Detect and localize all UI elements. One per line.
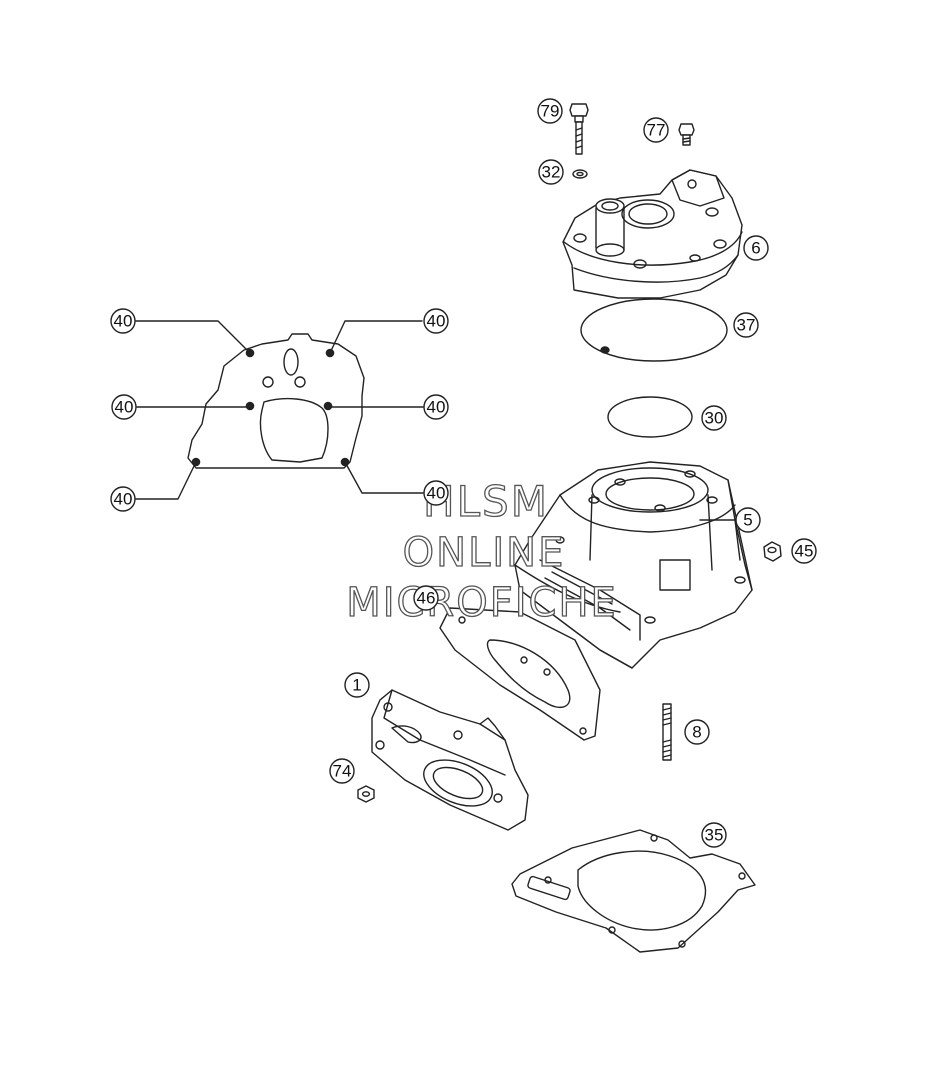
callout-77: 77 bbox=[643, 117, 669, 143]
svg-text:35: 35 bbox=[705, 826, 724, 845]
svg-text:32: 32 bbox=[542, 163, 561, 182]
svg-text:40: 40 bbox=[427, 312, 446, 331]
svg-text:40: 40 bbox=[114, 490, 133, 509]
svg-text:40: 40 bbox=[427, 398, 446, 417]
cylinder-head-6 bbox=[563, 170, 742, 298]
gasket-46 bbox=[440, 608, 600, 740]
svg-text:40: 40 bbox=[427, 484, 446, 503]
callout-32: 32 bbox=[538, 159, 564, 185]
svg-text:6: 6 bbox=[751, 239, 760, 258]
cylinder-5 bbox=[515, 462, 752, 668]
callout-46: 46 bbox=[413, 585, 439, 611]
callout-5: 5 bbox=[735, 507, 761, 533]
callout-40-top-left: 40 bbox=[110, 308, 136, 334]
gasket-40-group bbox=[188, 334, 364, 468]
callout-40-top-right: 40 bbox=[423, 308, 449, 334]
svg-text:45: 45 bbox=[795, 542, 814, 561]
base-gasket-35 bbox=[512, 830, 755, 952]
o-ring-30 bbox=[608, 397, 692, 437]
svg-text:1: 1 bbox=[352, 676, 361, 695]
reed-housing-1 bbox=[372, 690, 528, 830]
callout-35: 35 bbox=[701, 822, 727, 848]
svg-text:77: 77 bbox=[647, 121, 666, 140]
callout-74: 74 bbox=[329, 758, 355, 784]
nut-45 bbox=[764, 542, 781, 561]
washer-32 bbox=[573, 170, 587, 178]
svg-text:40: 40 bbox=[114, 312, 133, 331]
o-ring-37 bbox=[581, 299, 727, 361]
callout-1: 1 bbox=[344, 672, 370, 698]
svg-text:40: 40 bbox=[115, 398, 134, 417]
watermark-line-3: MICROFICHE bbox=[346, 580, 618, 626]
callout-40-mid-right: 40 bbox=[423, 394, 449, 420]
svg-text:8: 8 bbox=[692, 723, 701, 742]
bolt-79 bbox=[570, 104, 588, 154]
svg-text:37: 37 bbox=[737, 316, 756, 335]
svg-text:74: 74 bbox=[333, 762, 352, 781]
callout-30: 30 bbox=[701, 405, 727, 431]
callout-8: 8 bbox=[684, 719, 710, 745]
leader-lines bbox=[135, 320, 424, 500]
callout-6: 6 bbox=[743, 235, 769, 261]
stud-8 bbox=[663, 704, 671, 760]
callout-40-mid-left: 40 bbox=[111, 394, 137, 420]
callout-40-bottom-right: 40 bbox=[423, 480, 449, 506]
nut-74 bbox=[358, 786, 374, 802]
callout-79: 79 bbox=[537, 98, 563, 124]
callout-45: 45 bbox=[791, 538, 817, 564]
callout-40-bottom-left: 40 bbox=[110, 486, 136, 512]
callout-37: 37 bbox=[733, 312, 759, 338]
svg-text:5: 5 bbox=[743, 511, 752, 530]
watermark-line-2: ONLINE bbox=[403, 530, 566, 576]
bolt-77 bbox=[679, 124, 694, 145]
svg-text:79: 79 bbox=[541, 102, 560, 121]
svg-text:30: 30 bbox=[705, 409, 724, 428]
svg-text:46: 46 bbox=[417, 589, 436, 608]
